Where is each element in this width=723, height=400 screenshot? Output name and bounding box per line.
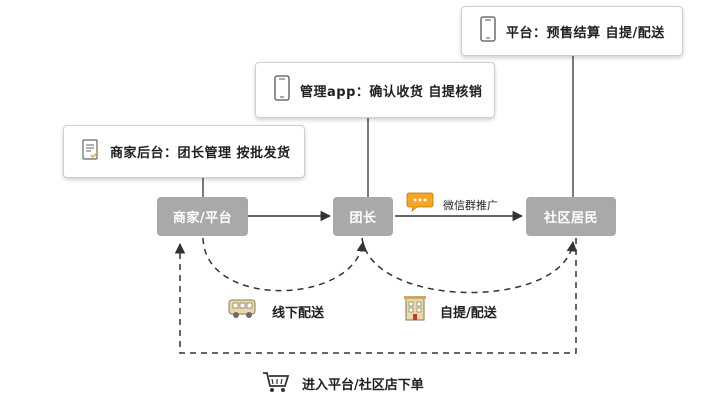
shopping-cart-icon	[262, 370, 290, 398]
node-community-residents: 社区居民	[526, 197, 616, 236]
chat-bubble-icon	[406, 191, 434, 217]
pickup-delivery-label: 自提/配送	[440, 306, 497, 321]
document-check-icon	[82, 138, 100, 165]
offline-delivery-label: 线下配送	[272, 306, 325, 321]
dashed-offline-delivery	[202, 237, 367, 292]
dashed-pickup-delivery	[361, 237, 578, 294]
truck-icon	[227, 296, 261, 324]
merchant-backend-callout: 商家后台：团长管理 按批发货	[63, 125, 305, 178]
node-group-leader: 团长	[333, 197, 393, 236]
enter-platform-order-label: 进入平台/社区店下单	[302, 378, 424, 393]
phone-icon	[274, 75, 290, 105]
building-icon	[402, 294, 428, 326]
management-app-callout-text: 管理app：确认收货 自提核销	[300, 84, 483, 100]
phone-icon	[480, 16, 496, 46]
platform-callout: 平台：预售结算 自提/配送	[461, 6, 683, 56]
management-app-callout: 管理app：确认收货 自提核销	[255, 62, 495, 118]
node-merchant-platform: 商家/平台	[157, 197, 248, 236]
platform-callout-text: 平台：预售结算 自提/配送	[506, 25, 665, 41]
merchant-backend-callout-text: 商家后台：团长管理 按批发货	[110, 146, 291, 161]
wechat-promotion-label: 微信群推广	[443, 199, 498, 212]
dashed-order-return	[174, 238, 577, 354]
